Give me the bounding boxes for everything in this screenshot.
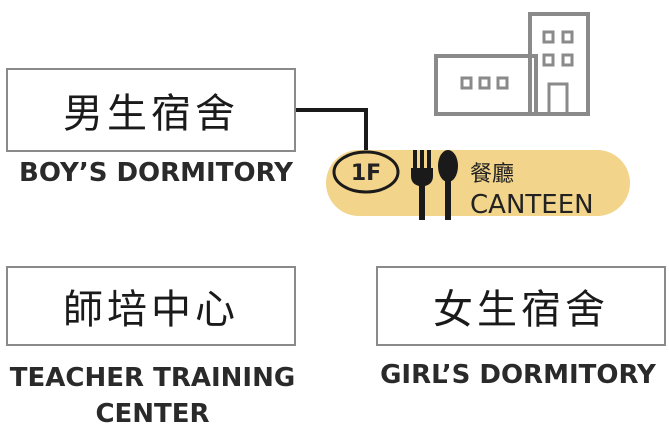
girls-dorm-box: 女生宿舍 [376,266,666,346]
teacher-center-name-en: TEACHER TRAINING CENTER [0,360,305,432]
teacher-center-name-en-text: TEACHER TRAINING CENTER [9,363,296,429]
fork-icon [411,150,433,220]
teacher-center-name-zh: 師培中心 [63,287,239,333]
girls-dorm-name-en: GIRL’S DORMITORY [380,360,656,390]
connector-line [266,108,368,150]
canteen-name-zh: 餐廳 [470,162,515,187]
floor-badge [332,150,400,194]
girls-dorm-name-zh: 女生宿舍 [433,287,609,333]
canteen-name-en: CANTEEN [470,190,594,220]
teacher-center-box: 師培中心 [6,266,296,346]
building-icon [434,12,590,116]
boys-dorm-name-zh: 男生宿舍 [63,91,239,137]
spoon-icon [438,150,458,220]
boys-dorm-name-en: BOY’S DORMITORY [19,158,293,188]
boys-dorm-box: 男生宿舍 [6,68,296,152]
floor-label: 1F [351,161,381,186]
